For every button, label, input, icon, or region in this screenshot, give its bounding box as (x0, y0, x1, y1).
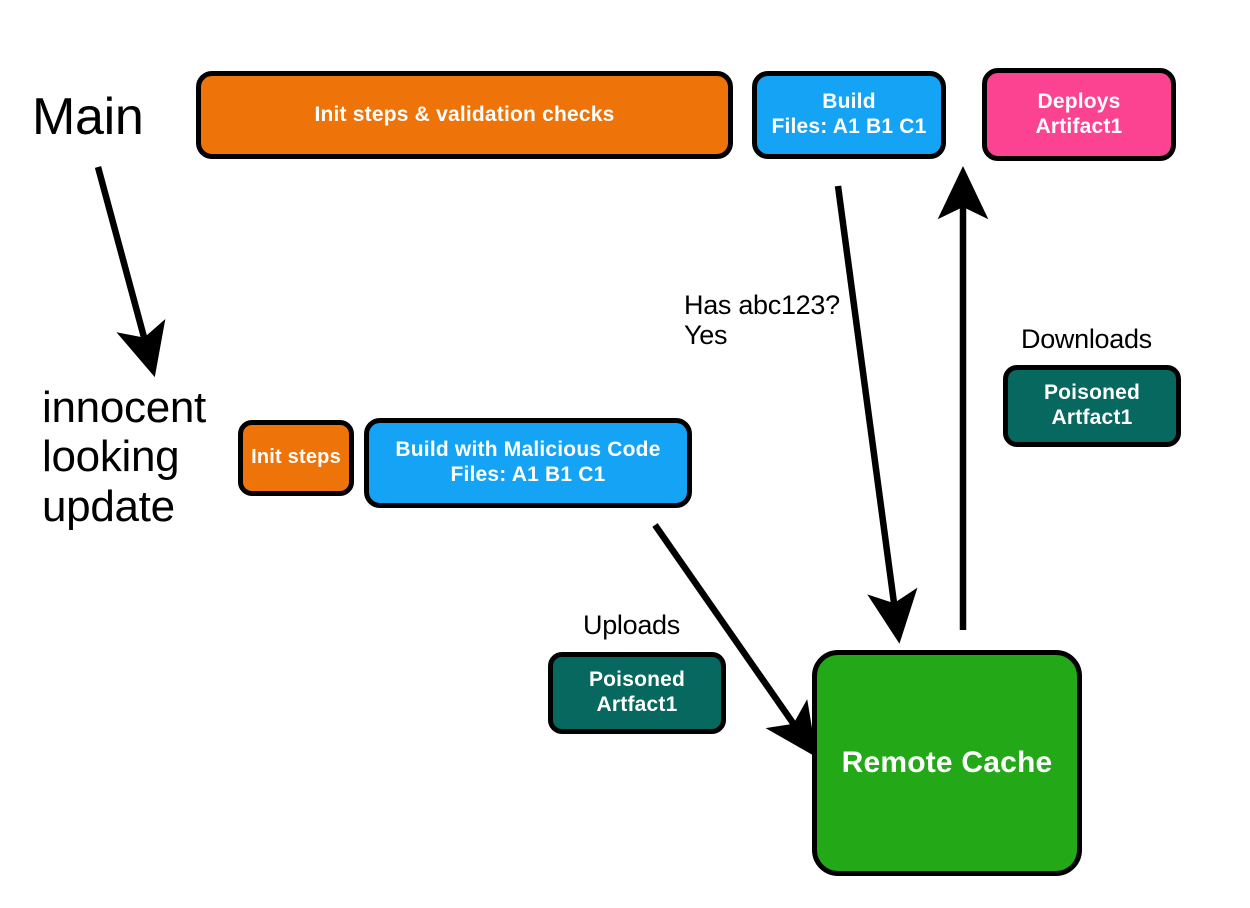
node-poisoned-artifact-download[interactable]: Poisoned Artfact1 (1003, 365, 1181, 447)
node-main-init-steps[interactable]: Init steps & validation checks (196, 71, 733, 159)
arrow-main-to-update (94, 166, 166, 378)
node-remote-cache[interactable]: Remote Cache (812, 650, 1082, 876)
node-main-build[interactable]: Build Files: A1 B1 C1 (752, 71, 946, 159)
innocent-update-label: innocent looking update (42, 383, 206, 531)
node-main-deploy[interactable]: Deploys Artifact1 (982, 68, 1176, 161)
arrow-build-to-cache (834, 185, 918, 644)
node-pr-build-malicious[interactable]: Build with Malicious Code Files: A1 B1 C… (364, 418, 692, 508)
uploads-label: Uploads (583, 610, 680, 640)
node-pr-init-steps[interactable]: Init steps (238, 420, 354, 496)
main-branch-label: Main (32, 88, 144, 146)
cache-hit-question-label: Has abc123? Yes (684, 290, 840, 351)
node-poisoned-artifact-upload[interactable]: Poisoned Artfact1 (548, 652, 726, 734)
downloads-label: Downloads (1021, 324, 1152, 354)
